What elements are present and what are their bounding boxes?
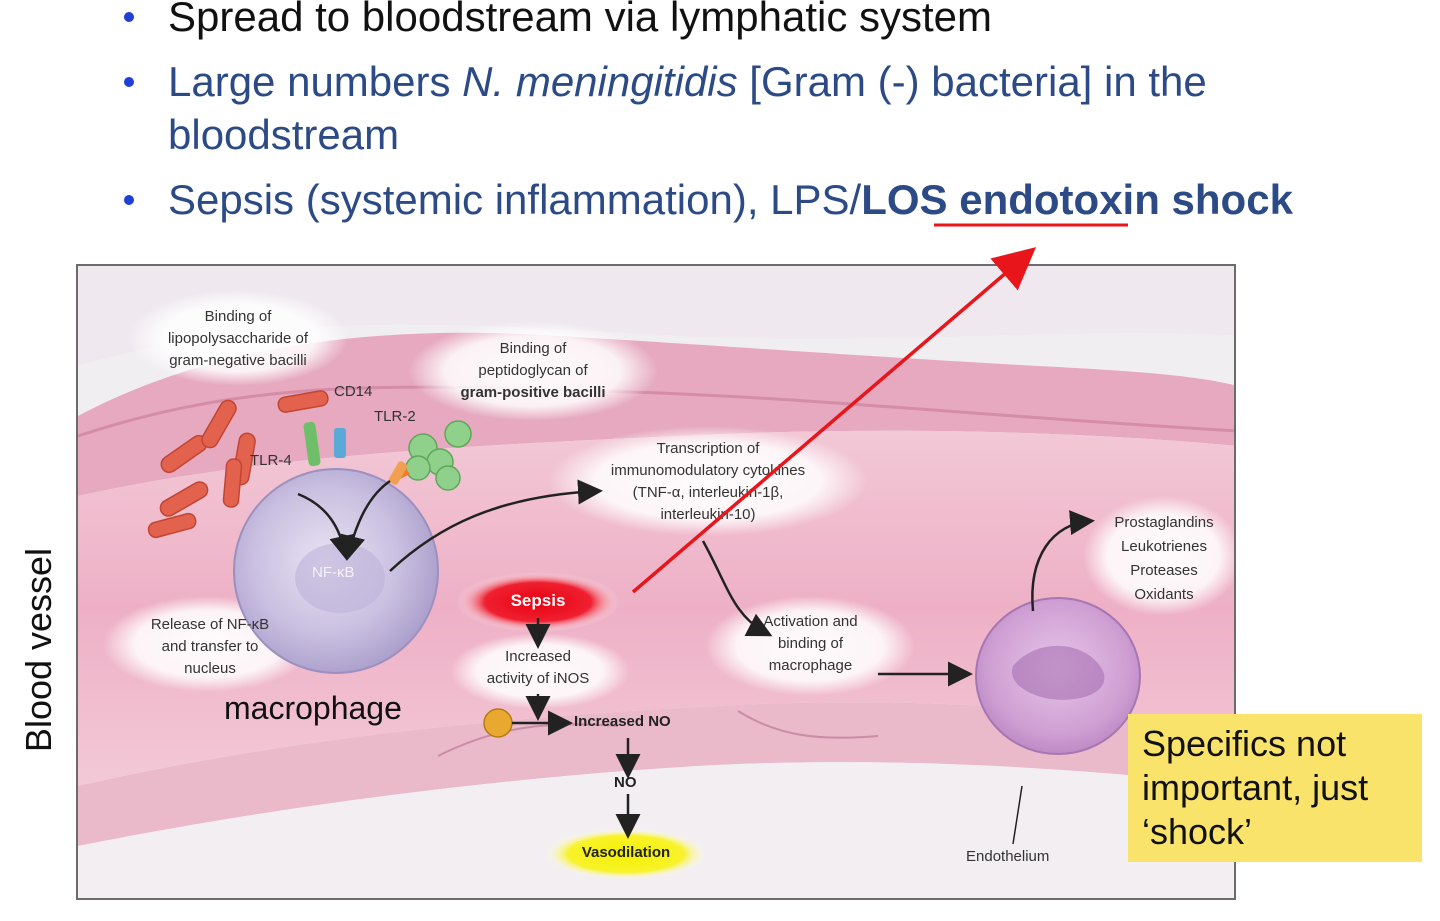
label-line: and transfer to [161, 638, 259, 655]
bullet-dot [124, 195, 134, 205]
label-line: Prostaglandins [1114, 514, 1214, 531]
label-tlr4: TLR-4 [250, 452, 292, 469]
bullet-text-2-suffix: [Gram (-) bacteria] in the [737, 58, 1207, 105]
label-pg-binding: Binding of peptidoglycan of gram-positiv… [428, 338, 638, 404]
bullet-text-2-prefix: Large numbers [168, 58, 463, 105]
label-line: gram-positive bacilli [460, 384, 606, 401]
label-line: interleukin-10) [660, 506, 756, 523]
blood-vessel-label: Blood vessel [18, 547, 59, 753]
label-macrophage: macrophage [224, 690, 402, 726]
label-vasodilation: Vasodilation [581, 844, 671, 861]
label-line: Activation and [763, 613, 858, 630]
label-inos: Increased activity of iNOS [458, 646, 618, 690]
label-line: Release of NF-κB [150, 616, 270, 633]
red-arrow [631, 247, 1036, 594]
note-line: ‘shock’ [1142, 811, 1253, 852]
label-increased-no: Increased NO [574, 713, 671, 730]
label-lps-binding: Binding of lipopolysaccharide of gram-ne… [138, 306, 338, 372]
label-line: activity of iNOS [486, 670, 590, 687]
label-activation: Activation and binding of macrophage [728, 611, 893, 677]
label-line: Proteases [1130, 562, 1198, 579]
label-cd14: CD14 [334, 383, 373, 400]
label-line: Increased [505, 648, 571, 665]
label-tlr2: TLR-2 [374, 408, 416, 425]
label-release-nfkb: Release of NF-κB and transfer to nucleus [126, 614, 294, 680]
label-line: binding of [777, 635, 844, 652]
label-sepsis: Sepsis [510, 591, 566, 610]
label-line: Binding of [499, 340, 567, 357]
label-line: immunomodulatory cytokines [610, 462, 806, 479]
bullet-item-2: Large numbers N. meningitidis [Gram (-) … [120, 55, 1420, 161]
label-line: macrophage [768, 657, 853, 674]
bullet-list: Spread to bloodstream via lymphatic syst… [120, 0, 1420, 238]
note-line: Specifics not [1142, 723, 1347, 764]
label-endothelium: Endothelium [966, 848, 1050, 865]
bullet-dot [124, 77, 134, 87]
bullet-text-2-line2: bloodstream [168, 111, 400, 158]
label-line: lipopolysaccharide of [167, 330, 309, 347]
label-line: Leukotrienes [1121, 538, 1207, 555]
note-callout: Specifics not important, just ‘shock’ [1128, 714, 1422, 862]
bullet-text-1: Spread to bloodstream via lymphatic syst… [168, 0, 993, 40]
bullet-text-2-species: N. meningitidis [462, 58, 738, 105]
label-line: gram-negative bacilli [169, 352, 307, 369]
label-line: peptidoglycan of [478, 362, 588, 379]
label-line: Binding of [204, 308, 272, 325]
label-line: nucleus [184, 660, 236, 677]
note-line: important, just [1142, 767, 1369, 808]
bullet-dot [124, 12, 134, 22]
label-mediators: Prostaglandins Leukotrienes Proteases Ox… [1094, 511, 1234, 607]
label-line: Transcription of [656, 440, 760, 457]
bullet-text-3-bold: LOS endotoxin shock [861, 176, 1293, 223]
bullet-item-1: Spread to bloodstream via lymphatic syst… [120, 0, 1420, 43]
label-line: Oxidants [1134, 586, 1194, 603]
bullet-text-3-prefix: Sepsis (systemic inflammation), LPS/ [168, 176, 862, 223]
bullet-item-3: Sepsis (systemic inflammation), LPS/LOS … [120, 173, 1420, 226]
diagram-illustration [78, 266, 1234, 898]
label-no: NO [614, 774, 637, 791]
label-nfkb: NF-κB [312, 564, 355, 581]
